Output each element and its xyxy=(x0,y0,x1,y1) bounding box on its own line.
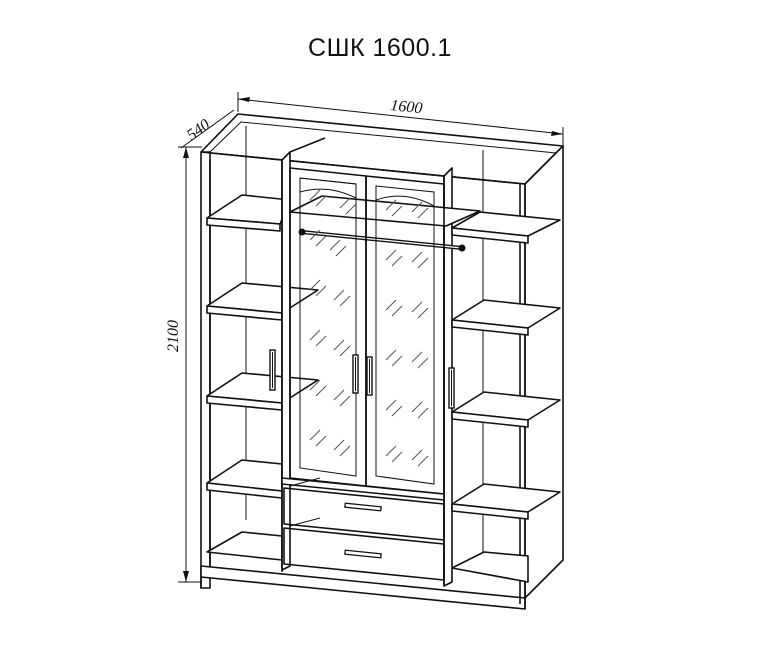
door-handle-icon xyxy=(448,367,455,409)
drawer-handle-icon xyxy=(344,549,382,559)
width-label: 1600 xyxy=(390,97,424,117)
wardrobe-body xyxy=(200,113,564,610)
hanging-rail-icon xyxy=(298,228,466,252)
center-door-section xyxy=(281,137,481,587)
door-handle-icon xyxy=(366,356,373,396)
depth-label: 540 xyxy=(184,116,213,144)
height-label: 2100 xyxy=(165,320,182,352)
width-dimension: 1600 xyxy=(237,92,564,150)
upper-shelf xyxy=(289,195,481,227)
top-panel xyxy=(200,113,564,185)
right-side-panel xyxy=(524,145,564,599)
product-title: СШК 1600.1 xyxy=(308,34,452,62)
right-shelf-section xyxy=(448,150,561,583)
upper-drawer xyxy=(283,487,445,541)
left-shelves xyxy=(206,194,319,561)
right-shelves xyxy=(451,211,561,583)
door-handle-icon xyxy=(269,349,276,391)
door-handle-icon xyxy=(352,354,359,394)
drawer-handle-icon xyxy=(344,502,382,512)
mirror-reflections xyxy=(309,189,429,467)
lower-drawer xyxy=(283,527,445,581)
